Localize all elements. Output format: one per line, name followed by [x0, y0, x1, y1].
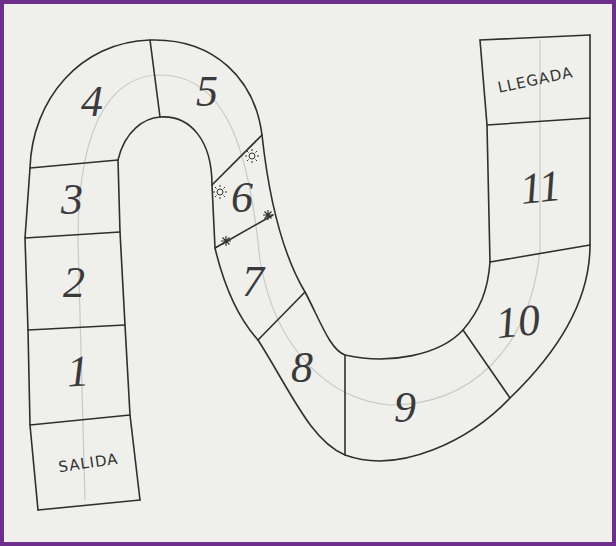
square-number: 6 — [231, 176, 253, 220]
sun-symbol — [245, 149, 259, 163]
board-square: 7 — [239, 258, 267, 306]
board-square: 5 — [193, 68, 221, 116]
board-square: 11 — [515, 162, 567, 215]
square-label: SALIDA — [58, 452, 120, 475]
cell-divider — [490, 245, 590, 262]
square-number: 3 — [61, 178, 83, 222]
board-square: 10 — [491, 296, 546, 349]
board-square: LLEGADA — [493, 63, 578, 99]
square-number: 10 — [494, 298, 542, 346]
board-square: 1 — [63, 347, 93, 396]
cell-divider — [480, 35, 590, 40]
cell-divider — [30, 160, 118, 168]
board-square: 3 — [58, 176, 86, 224]
cell-divider — [150, 40, 160, 117]
board-square: 8 — [288, 344, 316, 392]
cell-divider — [258, 292, 305, 340]
sun-symbol — [213, 185, 227, 199]
cell-divider — [344, 355, 346, 455]
cell-divider — [25, 232, 120, 238]
square-number: 9 — [394, 386, 416, 430]
board-square: 4 — [78, 78, 106, 126]
board-square: SALIDA — [54, 449, 123, 477]
board-square: 9 — [391, 384, 419, 432]
cell-divider — [28, 325, 125, 330]
asterisk-symbol — [221, 236, 231, 246]
cell-divider — [38, 500, 140, 510]
board-square: 6 — [228, 174, 256, 222]
square-number: 8 — [291, 346, 313, 390]
square-number: 2 — [63, 261, 85, 305]
square-number: 1 — [66, 349, 90, 394]
square-number: 5 — [196, 70, 218, 114]
square-number: 11 — [518, 164, 563, 212]
cell-divider — [487, 118, 590, 125]
square-number: 4 — [81, 80, 103, 124]
path-edge — [118, 35, 590, 500]
asterisk-symbol — [263, 210, 273, 220]
square-label: LLEGADA — [496, 65, 574, 96]
board-square: 2 — [60, 259, 88, 307]
square-number: 7 — [242, 260, 264, 304]
cell-divider — [30, 415, 130, 425]
path-edge — [25, 40, 490, 510]
